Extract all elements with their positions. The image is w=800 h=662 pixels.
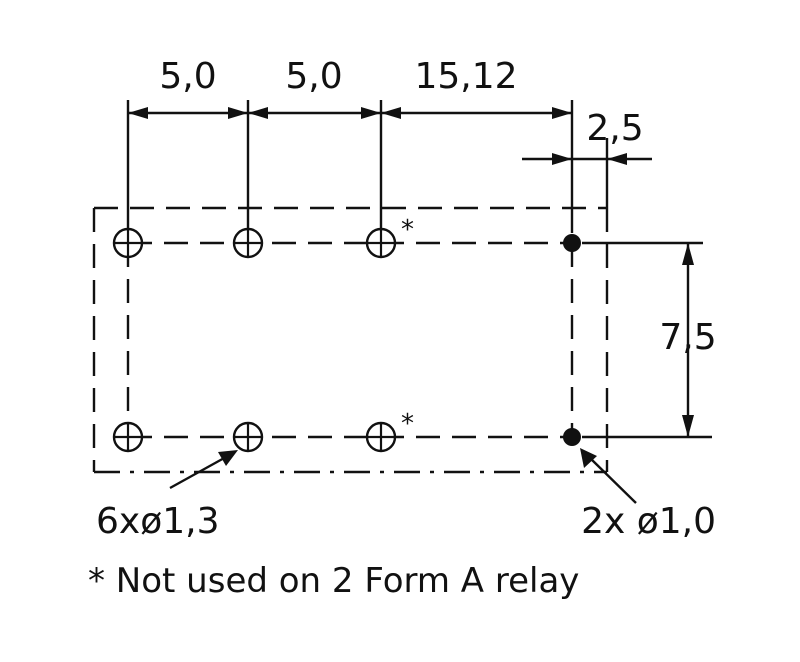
- hole-centerlines: [126, 241, 574, 439]
- large-hole: [365, 421, 397, 453]
- dimension-span: 15,12: [414, 56, 517, 97]
- small-holes-label: 2x ø1,0: [581, 501, 716, 542]
- large-hole: [232, 227, 264, 259]
- large-hole: [112, 227, 144, 259]
- dimension-pitch-1: 5,0: [159, 56, 216, 97]
- asterisk-bottom: *: [401, 409, 414, 439]
- large-hole: [232, 421, 264, 453]
- extension-lines: [126, 100, 712, 439]
- row-spacing-dimension-line: [682, 243, 694, 437]
- dimension-offset: 2,5: [586, 108, 643, 149]
- large-hole: [365, 227, 397, 259]
- leader-arrows: [169, 448, 637, 504]
- small-hole: [563, 428, 581, 446]
- package-outline: [92, 206, 609, 474]
- large-hole: [112, 421, 144, 453]
- small-hole: [563, 234, 581, 252]
- top-dimension-line: [128, 107, 572, 119]
- offset-dimension-line: [522, 153, 652, 165]
- dimension-row-spacing: 7,5: [659, 317, 716, 358]
- large-holes-label: 6xø1,3: [96, 501, 220, 542]
- dimension-pitch-2: 5,0: [285, 56, 342, 97]
- footnote: * Not used on 2 Form A relay: [88, 561, 579, 601]
- large-holes: [112, 227, 397, 453]
- small-holes: [563, 234, 581, 446]
- asterisk-top: *: [401, 215, 414, 245]
